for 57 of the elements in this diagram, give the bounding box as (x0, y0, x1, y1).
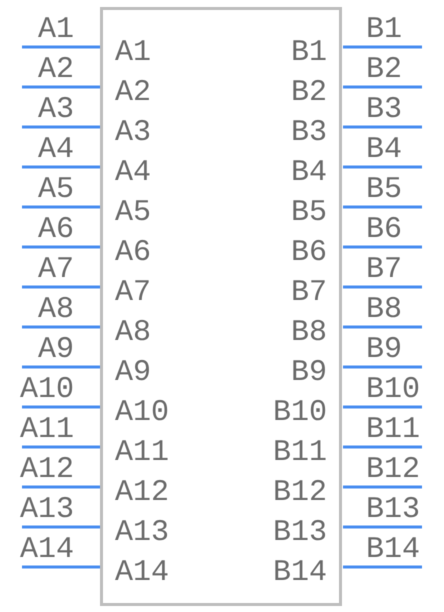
pin-name: A1 (115, 38, 152, 68)
pin-name: A13 (115, 518, 170, 548)
pin-number: B3 (366, 95, 402, 125)
pin-number: B8 (366, 295, 402, 325)
pin-name: A9 (115, 358, 152, 388)
pin-number: B11 (366, 415, 420, 445)
pin-number: A9 (38, 335, 74, 365)
pin-number: B9 (366, 335, 402, 365)
pin-number: A6 (38, 215, 74, 245)
pin-name: A2 (115, 78, 152, 108)
pin-number: B14 (366, 535, 420, 565)
pin-number: A13 (20, 495, 74, 525)
pin-name: B9 (290, 358, 327, 388)
pin-number: A1 (38, 15, 74, 45)
pin-name: B2 (290, 78, 327, 108)
pin-number: B1 (366, 15, 402, 45)
connector-body (100, 7, 342, 606)
pin-number: A8 (38, 295, 74, 325)
pin-name: A14 (115, 558, 170, 588)
pin-name: A5 (115, 198, 152, 228)
pin-name: B14 (272, 558, 327, 588)
pin-name: B12 (272, 478, 327, 508)
pin-number: A4 (38, 135, 74, 165)
pin-name: A12 (115, 478, 170, 508)
pin-name: B5 (290, 198, 327, 228)
pin-number: B10 (366, 375, 420, 405)
pin-number: A10 (20, 375, 74, 405)
pin-name: B1 (290, 38, 327, 68)
pin-name: A6 (115, 238, 152, 268)
pin-number: A14 (20, 535, 74, 565)
pin-name: B11 (272, 438, 327, 468)
pin-name: A11 (115, 438, 170, 468)
pin-number: A11 (20, 415, 74, 445)
pin-number: B2 (366, 55, 402, 85)
pin-name: B8 (290, 318, 327, 348)
pin-number: B4 (366, 135, 402, 165)
pin-name: B6 (290, 238, 327, 268)
pin-number: A5 (38, 175, 74, 205)
pin-number: A3 (38, 95, 74, 125)
pin-name: A8 (115, 318, 152, 348)
pin-name: B3 (290, 118, 327, 148)
pin-name: A4 (115, 158, 152, 188)
pin-number: B12 (366, 455, 420, 485)
pin-number: A12 (20, 455, 74, 485)
pin-name: B7 (290, 278, 327, 308)
pin-name: A10 (115, 398, 170, 428)
pin-name: B13 (272, 518, 327, 548)
pin-name: B10 (272, 398, 327, 428)
pin-name: B4 (290, 158, 327, 188)
pin-name: A3 (115, 118, 152, 148)
pin-number: B13 (366, 495, 420, 525)
pin-name: A7 (115, 278, 152, 308)
pin-number: A2 (38, 55, 74, 85)
pin-number: B6 (366, 215, 402, 245)
pin-number: B7 (366, 255, 402, 285)
pin-number: B5 (366, 175, 402, 205)
pin-number: A7 (38, 255, 74, 285)
